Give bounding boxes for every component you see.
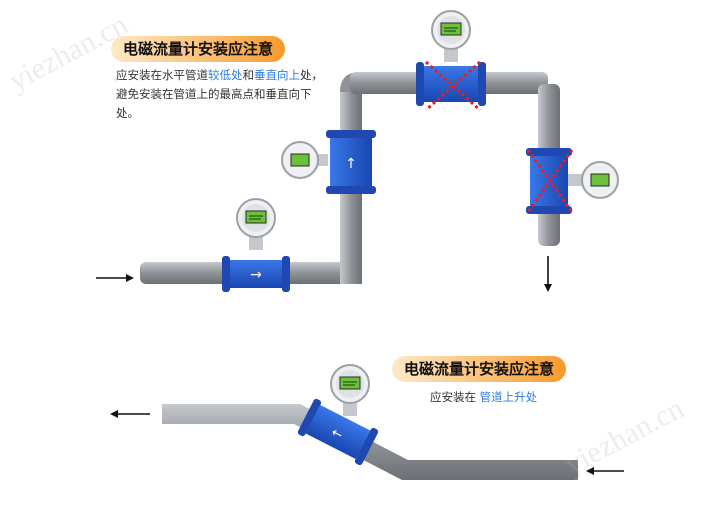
flow-direction-arrow-icon: ↑ — [345, 156, 357, 172]
note-text: 应安装在 — [430, 390, 480, 404]
outlet-down-arrow-icon — [544, 256, 552, 292]
upper-installation-note: 应安装在水平管道较低处和垂直向上处，避免安装在管道上的最高点和垂直向下处。 — [116, 66, 326, 123]
note-highlight-rising-section: 管道上升处 — [480, 390, 538, 404]
note-highlight-vertical-up: 垂直向上 — [254, 68, 300, 82]
note-text: 应安装在水平管道 — [116, 68, 208, 82]
flow-meter-horizontal-low: → — [222, 199, 290, 292]
flow-meter-vertical-up: ↑ — [282, 130, 376, 194]
flow-meter-vertical-down — [526, 148, 618, 214]
upper-title-badge: 电磁流量计安装应注意 — [111, 36, 285, 62]
flow-meter-highest-point — [416, 11, 486, 110]
inlet-arrow-icon — [96, 274, 134, 282]
note-text: 和 — [243, 68, 255, 82]
outlet-left-arrow-icon — [110, 410, 150, 418]
note-highlight-lower-point: 较低处 — [208, 68, 243, 82]
lower-installation-note: 应安装在 管道上升处 — [430, 388, 537, 407]
lower-title-badge: 电磁流量计安装应注意 — [392, 356, 566, 382]
flow-direction-arrow-icon: → — [250, 267, 262, 283]
